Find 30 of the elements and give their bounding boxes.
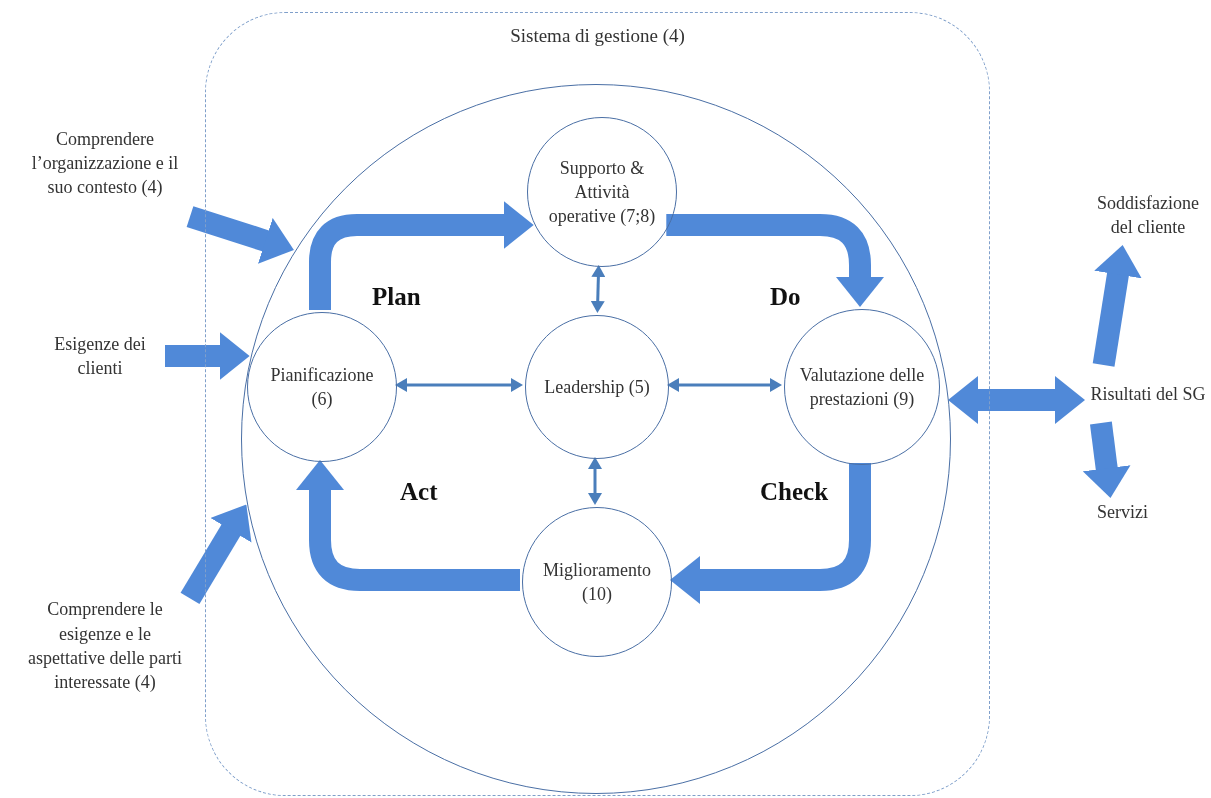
flow-text: Soddisfazione del cliente (1085, 185, 1211, 245)
arrow (670, 463, 871, 604)
flow-text: Comprendere le esigenze e le aspettative delle parti interessate (4) (20, 594, 190, 698)
edge-label: Act (400, 478, 438, 506)
circle-label: Valutazione delle prestazioni (9) (799, 363, 925, 411)
arrow (666, 214, 884, 307)
arrow (186, 206, 294, 264)
double-arrow (667, 378, 782, 392)
system-boundary (205, 12, 990, 796)
flow-text: Comprendere l’organizzazione e il suo contesto (4) (20, 106, 190, 220)
circle-label: Supporto & Attività operative (7;8) (547, 156, 657, 229)
double-arrow (395, 378, 523, 392)
double-arrow (948, 376, 1085, 424)
circle-label: Miglioramento (10) (542, 558, 652, 606)
edge-label: Do (770, 283, 801, 311)
circle-label: Pianificazione (6) (269, 363, 375, 411)
flow-text: Esigenze dei clienti (35, 328, 165, 384)
arrow (296, 460, 520, 591)
boundary-title: Sistema di gestione (4) (510, 24, 685, 48)
edge-label: Check (760, 478, 829, 506)
flow-text: Risultati del SG (1085, 365, 1211, 423)
arrow (1082, 421, 1131, 498)
edge-label: Plan (372, 283, 421, 311)
arrow (165, 332, 250, 380)
arrow (180, 504, 252, 604)
circle-label: Leadership (5) (544, 375, 650, 399)
flow-text: Servizi (1085, 498, 1160, 526)
arrow (1092, 244, 1142, 367)
double-arrow (588, 457, 602, 505)
double-arrow (590, 265, 606, 313)
